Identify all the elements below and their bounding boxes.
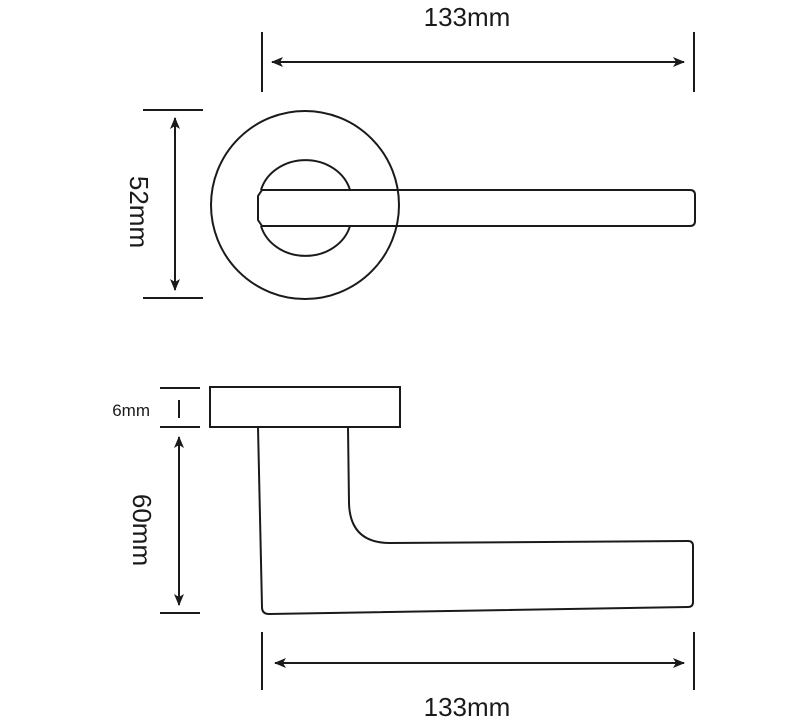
front-view: 52mm — [124, 109, 696, 300]
top-length-label: 133mm — [424, 2, 511, 32]
top-length-dimension: 133mm — [261, 2, 695, 92]
rose-thickness-dimension: 6mm — [112, 387, 200, 428]
rose-diameter-dimension: 52mm — [124, 109, 203, 299]
projection-dimension: 60mm — [127, 436, 200, 614]
rose-inner-ellipse-bottom — [260, 225, 351, 257]
projection-label: 60mm — [127, 494, 157, 566]
side-view: 6mm 60mm — [112, 386, 694, 616]
rose-inner-ellipse-top — [260, 159, 351, 191]
rose-plate-side — [209, 386, 401, 428]
rose-thickness-label: 6mm — [112, 401, 150, 420]
bottom-length-label: 133mm — [424, 692, 511, 720]
bottom-length-dimension: 133mm — [261, 632, 695, 720]
rose-diameter-label: 52mm — [124, 176, 154, 248]
lever-bar-front — [257, 189, 696, 227]
lever-profile-side — [257, 426, 694, 616]
rose-outer-circle — [210, 110, 400, 300]
